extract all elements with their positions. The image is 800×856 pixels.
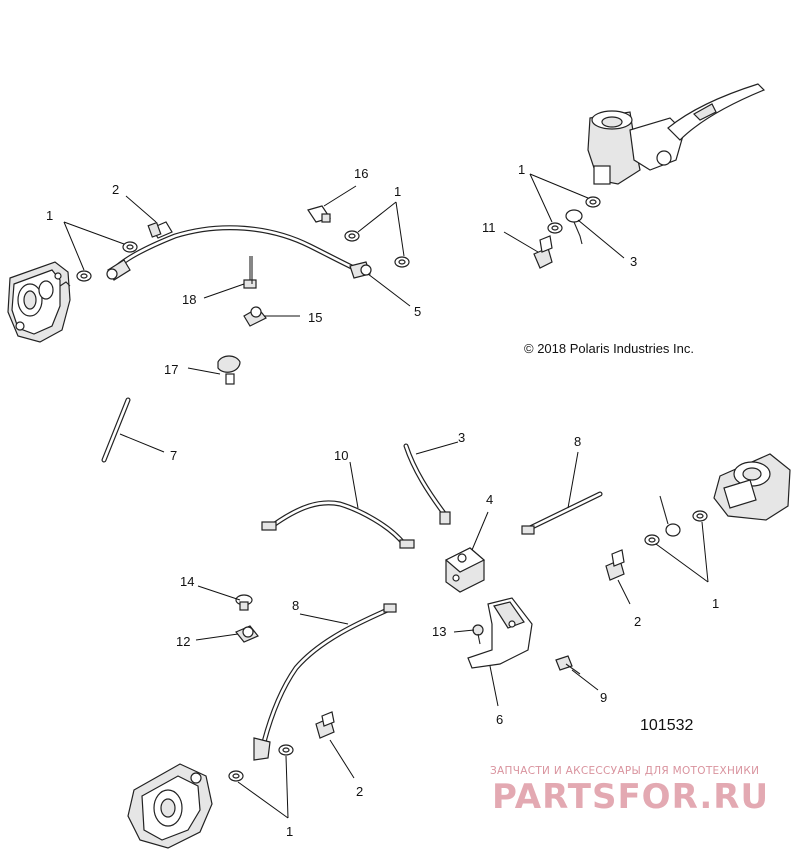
copyright-notice: © 2018 Polaris Industries Inc.: [524, 341, 694, 356]
junction-block: [444, 547, 486, 593]
hose-clamp: [217, 355, 241, 385]
callout-6: 6: [496, 712, 503, 727]
callout-labels: 1 2 16 1 18 15 5 1 11 3 17 7 10 3 8 4 2 …: [46, 162, 719, 839]
leader-lines: [63, 173, 709, 819]
watermark-tagline: ЗАПЧАСТИ И АКСЕССУАРЫ ДЛЯ МОТОТЕХНИКИ: [490, 765, 759, 777]
brake-hose: [521, 491, 603, 535]
bolt: [555, 655, 581, 675]
callout-11: 11: [482, 220, 496, 235]
callout-1: 1: [46, 208, 53, 223]
push-rivet: [243, 256, 257, 289]
banjo-bolt: [605, 549, 625, 581]
watermark-logo: PARTSFOR.RU: [492, 777, 769, 817]
callout-15: 15: [308, 310, 322, 325]
callout-3: 3: [630, 254, 637, 269]
callout-18: 18: [182, 292, 196, 307]
brake-caliper-lower: [127, 763, 213, 849]
screw: [235, 594, 253, 611]
banjo-bolt: [147, 221, 173, 239]
callout-5: 5: [414, 304, 421, 319]
brake-line: [101, 397, 131, 463]
mounting-bracket: [467, 597, 533, 669]
callout-8: 8: [574, 434, 581, 449]
callout-17: 17: [164, 362, 178, 377]
brake-hose: [253, 603, 397, 761]
front-master-cylinder: [587, 83, 766, 185]
diagram-number: 101532: [640, 717, 693, 734]
callout-13: 13: [432, 624, 446, 639]
banjo-bolt: [315, 711, 335, 739]
hose-clip: [243, 306, 267, 327]
brake-hose: [261, 500, 415, 549]
bleeder-valve: [307, 205, 331, 223]
screw: [472, 624, 484, 645]
callout-1: 1: [394, 184, 401, 199]
hose-clip: [235, 625, 259, 643]
callout-4: 4: [486, 492, 493, 507]
banjo-fitting: [659, 495, 681, 537]
brake-caliper-right: [713, 453, 791, 521]
banjo-bolt: [533, 235, 553, 269]
callout-9: 9: [600, 690, 607, 705]
callout-8: 8: [292, 598, 299, 613]
callout-7: 7: [170, 448, 177, 463]
brake-line: [403, 443, 451, 525]
callout-1: 1: [518, 162, 525, 177]
callout-2: 2: [112, 182, 119, 197]
callout-10: 10: [334, 448, 348, 463]
callout-1: 1: [712, 596, 719, 611]
banjo-fitting: [565, 209, 583, 245]
callout-12: 12: [176, 634, 190, 649]
callout-2: 2: [634, 614, 641, 629]
callout-1: 1: [286, 824, 293, 839]
callout-14: 14: [180, 574, 194, 589]
front-brake-caliper-left: [7, 261, 71, 343]
callout-2: 2: [356, 784, 363, 799]
callout-3: 3: [458, 430, 465, 445]
callout-16: 16: [354, 166, 368, 181]
front-brake-hose: [106, 225, 372, 281]
